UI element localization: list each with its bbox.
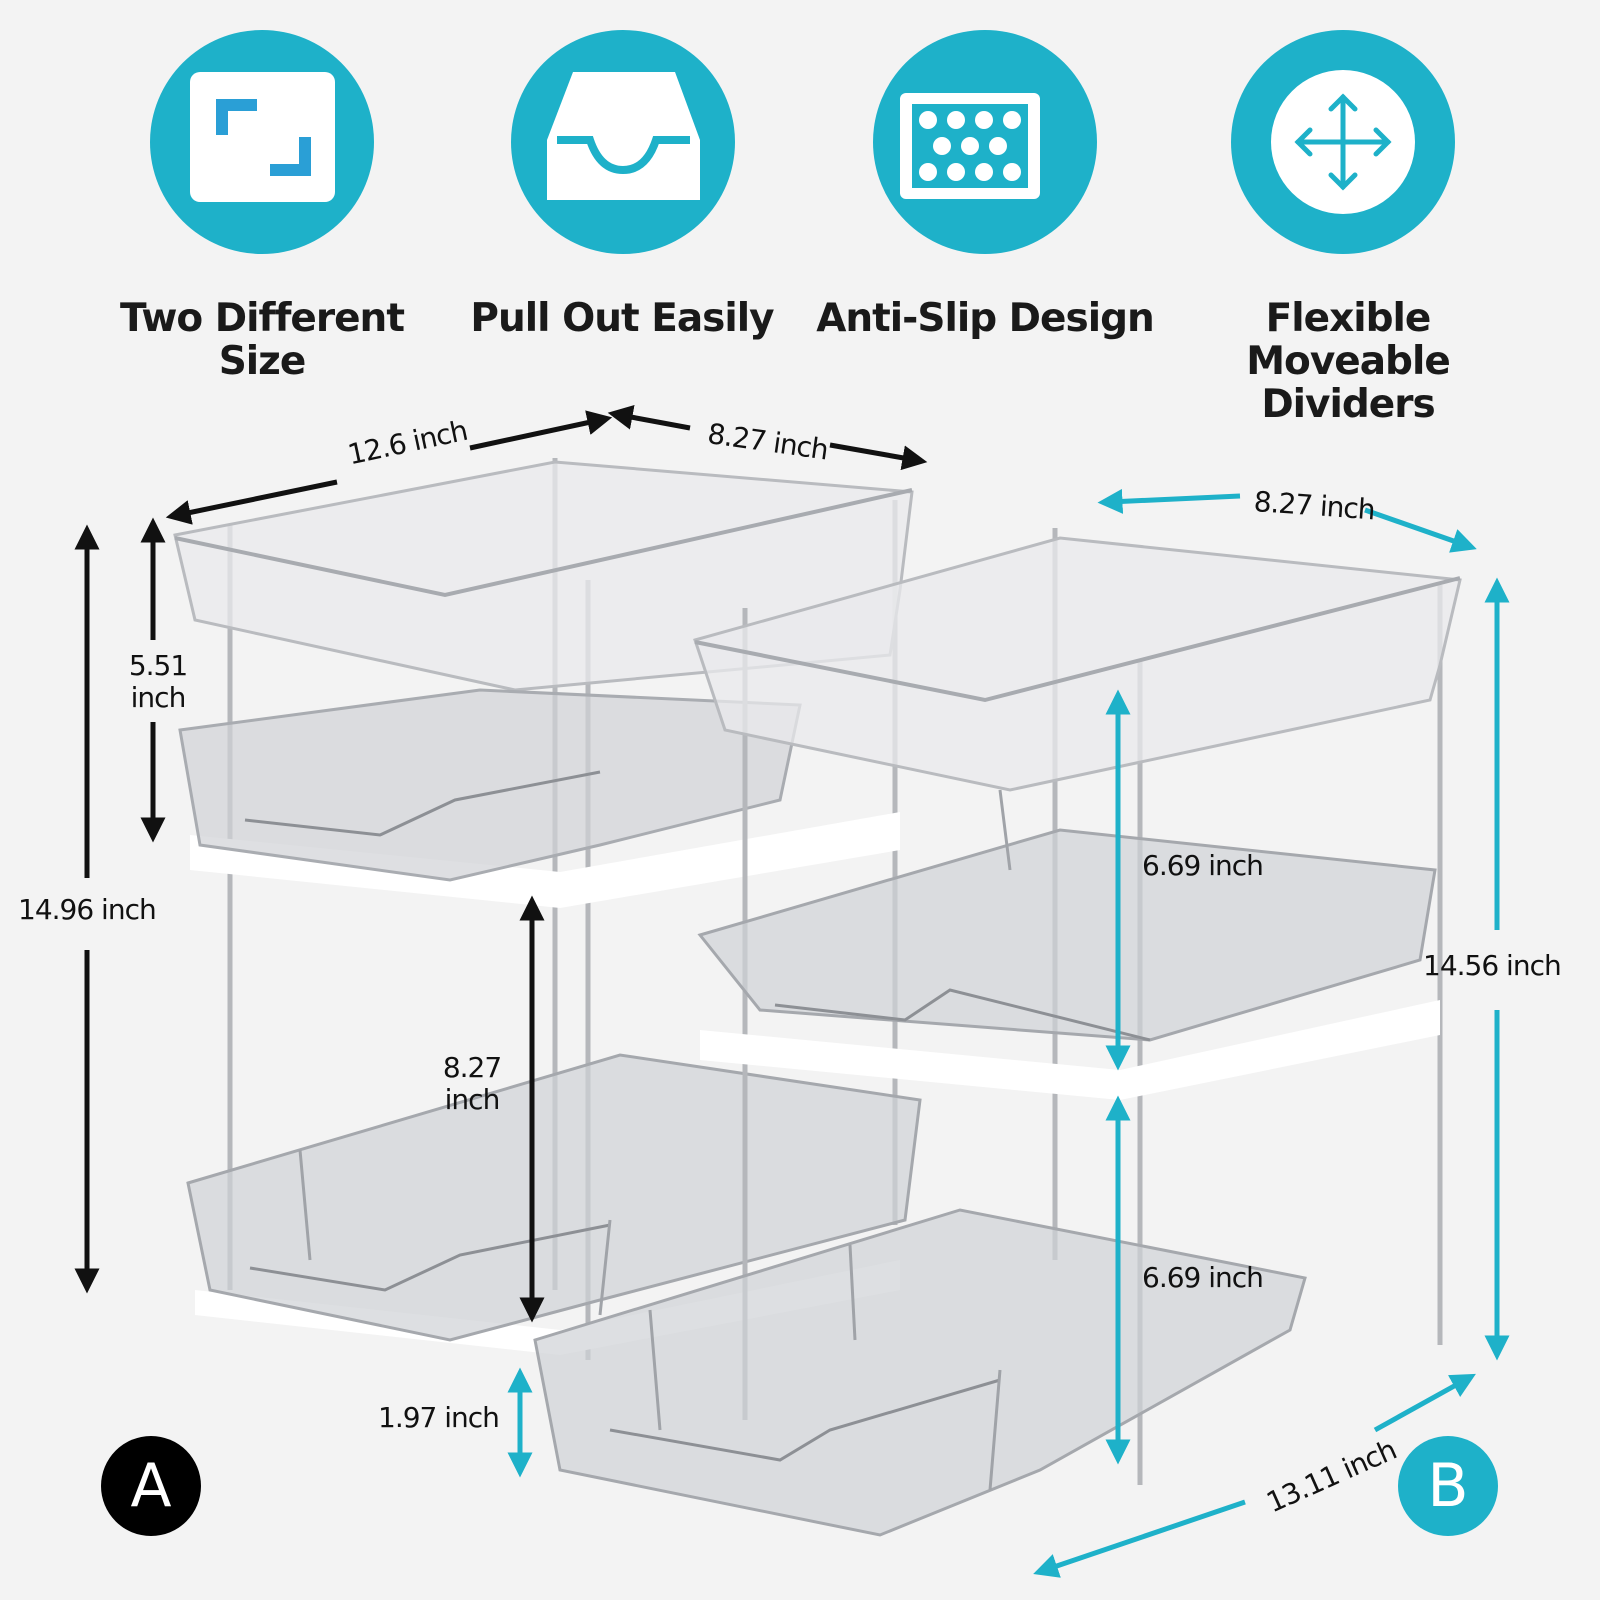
dim-line: inch <box>444 1083 501 1116</box>
feature-label-line: Dividers <box>1261 382 1435 427</box>
feature-label-line: Anti-Slip Design <box>816 296 1155 341</box>
organizer-b-illustration <box>533 528 1462 1537</box>
b-upper-height-label: 6.69 inch <box>1142 849 1264 882</box>
feature-label-line: Flexible Moveable <box>1246 296 1451 384</box>
a-total-height-label: 14.96 inch <box>18 893 157 926</box>
feature-label-two-different-size: Two Different Size <box>82 297 442 383</box>
move-arrows-icon <box>1231 30 1455 254</box>
feature-label-pull-out-easily: Pull Out Easily <box>442 297 802 340</box>
a-top-height-label: 5.51 inch <box>118 650 198 714</box>
feature-label-anti-slip-design: Anti-Slip Design <box>805 297 1165 340</box>
pull-out-tray-icon <box>511 30 735 254</box>
a-gap-height-label: 8.27 inch <box>432 1052 512 1116</box>
badge-a: A <box>101 1436 201 1536</box>
organizer-a-dimension-arrows <box>74 404 928 1323</box>
dim-line: inch <box>130 681 187 714</box>
feature-label-line: Size <box>218 339 307 384</box>
dim-line: 8.27 <box>442 1051 502 1084</box>
b-lower-height-label: 6.69 inch <box>1142 1261 1264 1294</box>
anti-slip-mat-icon <box>873 30 1097 254</box>
badge-b: B <box>1398 1436 1498 1536</box>
feature-label-line: Two Different <box>120 296 405 341</box>
b-total-height-label: 14.56 inch <box>1423 949 1562 982</box>
feature-label-flexible-moveable-dividers: Flexible Moveable Dividers <box>1168 297 1528 426</box>
b-base-height-label: 1.97 inch <box>378 1401 500 1434</box>
organizer-b-dimension-arrows <box>507 488 1510 1578</box>
feature-label-line: Pull Out Easily <box>470 296 774 341</box>
size-frame-icon <box>150 30 374 254</box>
dim-line: 5.51 <box>128 649 188 682</box>
